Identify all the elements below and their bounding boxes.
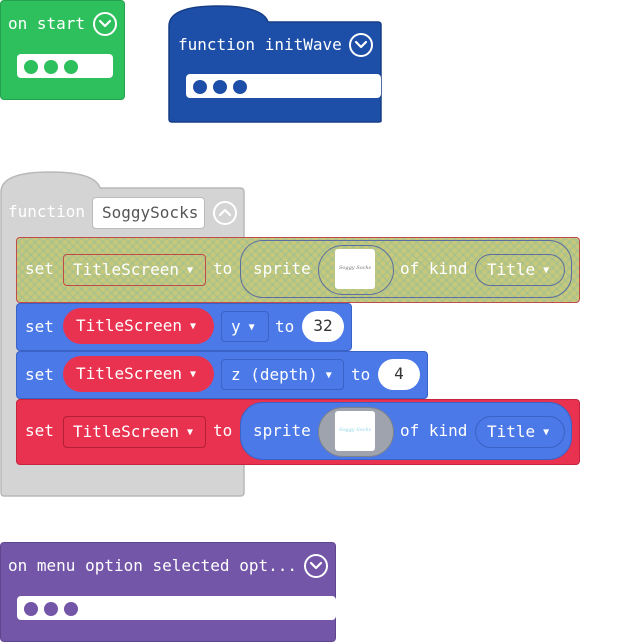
dot-icon	[24, 602, 38, 616]
dropdown-caret-icon: ▼	[543, 426, 550, 438]
on-start-block[interactable]: on start	[0, 0, 125, 100]
property-name: z (depth)	[231, 365, 318, 384]
variable-name: TitleScreen	[73, 422, 179, 441]
to-keyword: to	[213, 259, 233, 278]
sprite-keyword: sprite	[253, 421, 311, 440]
property-dropdown[interactable]: z (depth) ▼	[221, 359, 344, 390]
of-kind-keyword: of kind	[400, 259, 468, 278]
variable-dropdown[interactable]: TitleScreen ▼	[63, 254, 206, 286]
dropdown-caret-icon: ▼	[248, 322, 255, 333]
set-keyword: set	[25, 421, 54, 440]
variable-dropdown[interactable]: TitleScreen ▼	[63, 308, 214, 344]
collapse-icon[interactable]	[304, 554, 328, 578]
dropdown-caret-icon: ▼	[186, 264, 193, 276]
collapse-icon[interactable]	[93, 12, 117, 36]
variable-name: TitleScreen	[73, 260, 179, 279]
kind-value: Title	[487, 422, 536, 441]
function-name-text: SoggySocks	[102, 203, 199, 222]
dot-icon	[44, 60, 58, 74]
sprite-keyword: sprite	[253, 259, 311, 278]
kind-value: Title	[487, 260, 536, 279]
ellipsis-button[interactable]	[17, 54, 113, 78]
to-keyword: to	[213, 421, 233, 440]
dropdown-caret-icon: ▼	[189, 368, 196, 380]
menu-event-label: on menu option selected opt...	[8, 556, 297, 575]
set-keyword: set	[25, 317, 54, 336]
collapse-icon[interactable]	[349, 33, 373, 57]
dropdown-caret-icon: ▼	[543, 264, 550, 276]
sprite-image-thumbnail: Soggy Socks	[335, 249, 375, 289]
dot-icon	[64, 60, 78, 74]
sprite-of-kind-pill[interactable]	[240, 240, 572, 298]
dot-icon	[213, 80, 227, 94]
dropdown-caret-icon: ▼	[325, 370, 332, 381]
soggy-function-label: function	[8, 202, 86, 221]
dropdown-caret-icon: ▼	[189, 320, 196, 332]
variable-dropdown[interactable]: TitleScreen ▼	[63, 416, 206, 448]
sprite-image-thumbnail: Soggy Socks	[335, 411, 375, 451]
kind-dropdown[interactable]: Title ▼	[475, 416, 565, 448]
ellipsis-button[interactable]	[186, 74, 381, 98]
property-name: y	[231, 317, 241, 336]
init-wave-block-shape	[168, 5, 382, 123]
expand-icon[interactable]	[213, 201, 237, 225]
property-dropdown[interactable]: y▼	[221, 311, 269, 342]
number-input[interactable]: 32	[302, 311, 344, 342]
dot-icon	[44, 602, 58, 616]
kind-dropdown[interactable]: Title ▼	[475, 254, 565, 286]
on-start-label: on start	[8, 14, 86, 33]
of-kind-keyword: of kind	[400, 421, 468, 440]
init-wave-label[interactable]: function initWave	[178, 35, 342, 54]
ellipsis-button[interactable]	[17, 596, 336, 620]
dot-icon	[24, 60, 38, 74]
number-input[interactable]: 4	[378, 359, 420, 390]
variable-name: TitleScreen	[76, 364, 182, 383]
dropdown-caret-icon: ▼	[186, 426, 193, 438]
menu-option-event-block[interactable]: on menu option selected opt...	[0, 542, 336, 642]
dot-icon	[233, 80, 247, 94]
to-keyword: to	[351, 365, 371, 384]
to-keyword: to	[275, 317, 295, 336]
image-picker[interactable]	[318, 245, 394, 295]
dot-icon	[193, 80, 207, 94]
set-keyword: set	[25, 259, 54, 278]
set-keyword: set	[25, 365, 54, 384]
sprite-of-kind-pill[interactable]	[240, 402, 572, 460]
variable-name: TitleScreen	[76, 316, 182, 335]
variable-dropdown[interactable]: TitleScreen ▼	[63, 356, 214, 392]
dot-icon	[64, 602, 78, 616]
function-name-field[interactable]: SoggySocks	[92, 197, 205, 229]
